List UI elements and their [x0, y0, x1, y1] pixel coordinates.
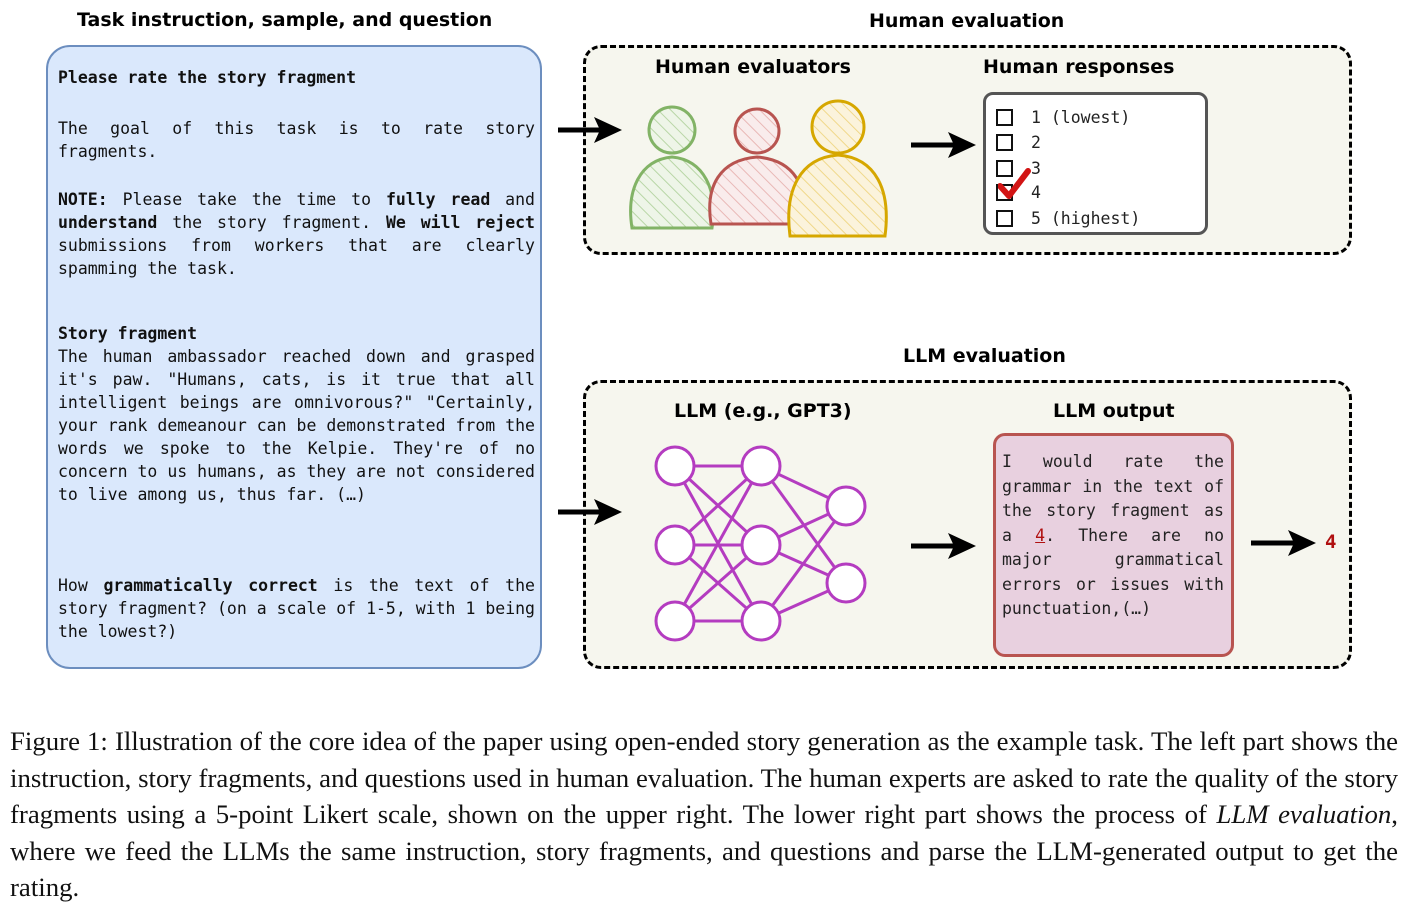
- story-fragment-text: The human ambassador reached down and gr…: [58, 347, 535, 504]
- human-evaluators-label: Human evaluators: [655, 56, 851, 78]
- checkbox-icon[interactable]: [996, 159, 1013, 177]
- story-fragment-label: Story fragment: [58, 324, 198, 343]
- likert-option-1[interactable]: 1 (lowest): [996, 105, 1130, 129]
- parsed-rating: 4: [1325, 531, 1337, 553]
- checkbox-icon[interactable]: [996, 133, 1013, 151]
- likert-option-2[interactable]: 2: [996, 130, 1041, 154]
- neural-network-icon: [654, 445, 867, 642]
- instruction-title: Please rate the story fragment: [58, 68, 357, 87]
- arrow-to-llm-evaluation: [558, 499, 622, 525]
- likert-option-3[interactable]: 3: [996, 156, 1041, 180]
- question-text: How grammatically correct is the text of…: [58, 576, 535, 641]
- human-responses-label: Human responses: [983, 56, 1175, 78]
- llm-output-text: I would rate the grammar in the text of …: [1002, 452, 1224, 618]
- llm-output-rating: 4: [1035, 525, 1046, 545]
- arrow-to-human-responses: [911, 132, 976, 158]
- checkmark-icon: [998, 168, 1031, 199]
- llm-evaluation-heading: LLM evaluation: [903, 345, 1066, 367]
- arrow-to-human-evaluation: [558, 117, 622, 143]
- task-instruction-panel: Please rate the story fragment The goal …: [46, 45, 542, 669]
- likert-option-5[interactable]: 5 (highest): [996, 206, 1140, 230]
- likert-scale-checklist: 1 (lowest) 2 3 4 5 (highest): [983, 92, 1208, 235]
- person-yellow-icon: [787, 99, 888, 238]
- arrow-to-parsed-rating: [1251, 530, 1316, 556]
- llm-output-label: LLM output: [1053, 400, 1175, 422]
- arrow-to-llm-output: [911, 533, 976, 559]
- human-evaluation-heading: Human evaluation: [869, 10, 1065, 32]
- network-nodes: [654, 445, 867, 642]
- human-evaluators-icon: [629, 99, 888, 238]
- llm-model-label: LLM (e.g., GPT3): [674, 400, 852, 422]
- llm-output-box: I would rate the grammar in the text of …: [993, 433, 1234, 657]
- person-green-icon: [629, 105, 715, 230]
- goal-text: The goal of this task is to rate story f…: [58, 119, 535, 161]
- note-label: NOTE:: [58, 190, 108, 209]
- checkbox-icon[interactable]: [996, 108, 1013, 126]
- note-text: NOTE: Please take the time to fully read…: [58, 190, 535, 278]
- checkbox-icon[interactable]: [996, 209, 1013, 227]
- figure-caption: Figure 1: Illustration of the core idea …: [10, 726, 1398, 902]
- left-heading: Task instruction, sample, and question: [77, 9, 493, 31]
